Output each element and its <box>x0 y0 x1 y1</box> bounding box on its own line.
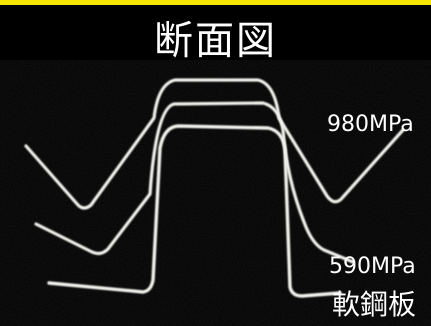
cross-section-photo: 断面図 <box>0 5 431 326</box>
label-mild-steel: 軟鋼板 <box>332 288 417 321</box>
profile-980mpa <box>24 78 405 210</box>
profile-590mpa <box>34 101 355 264</box>
label-590mpa: 590MPa <box>329 254 416 279</box>
profile-mild-steel <box>47 124 342 298</box>
label-980mpa: 980MPa <box>327 112 414 137</box>
cross-section-profiles <box>0 5 431 326</box>
yellow-header-bar <box>0 0 431 5</box>
page-title: 断面図 <box>153 19 277 64</box>
